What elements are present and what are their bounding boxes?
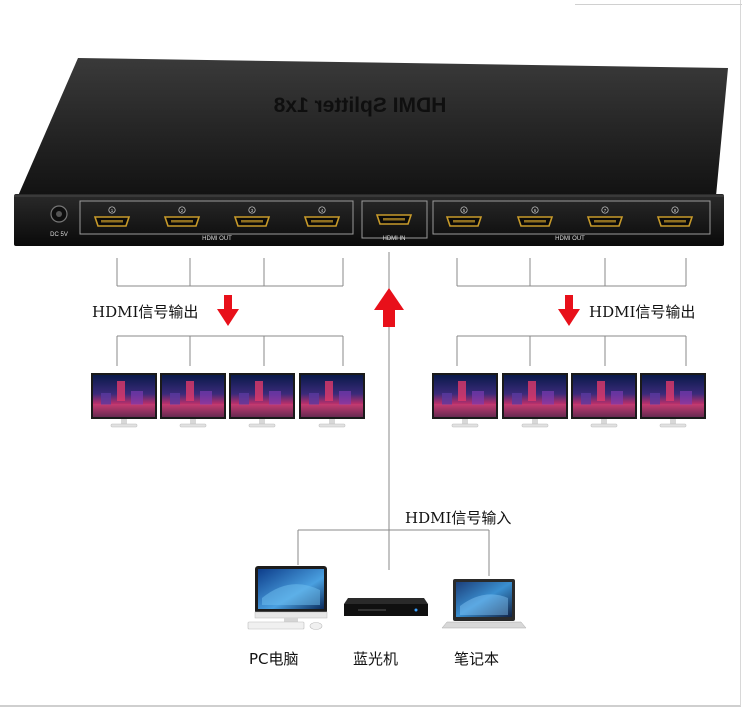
bluray-player-icon (344, 598, 428, 616)
arrow-down-right-icon (558, 295, 580, 326)
hdmi-splitter-device: HDMI Splitter 1x8 DC 5V HDMI OUT HDMI IN… (14, 58, 728, 246)
source-label-laptop: 笔记本 (454, 650, 500, 668)
port-number: 7 (604, 208, 607, 213)
hdmi-output-port-7: 7 (586, 206, 624, 227)
output-monitor-icon (432, 373, 498, 428)
output-group-left-frame (79, 200, 354, 235)
input-label: HDMI信号输入 (405, 509, 512, 527)
hdmi-output-port-6: 6 (516, 206, 554, 227)
dc-label: DC 5V (50, 232, 68, 238)
hdmi-in-label: HDMI IN (383, 236, 406, 242)
hdmi-out-label-left: HDMI OUT (202, 236, 232, 242)
hdmi-output-port-3: 3 (233, 206, 271, 227)
source-label-bluray: 蓝光机 (353, 650, 399, 668)
output-monitor-icon (91, 373, 157, 428)
output-monitor-icon (502, 373, 568, 428)
hdmi-ports: 1 2 3 4 5 6 7 8 (93, 206, 694, 227)
port-number: 1 (111, 208, 114, 213)
hdmi-output-port-1: 1 (93, 206, 131, 227)
output-monitor-icon (299, 373, 365, 428)
port-number: 4 (321, 208, 324, 213)
input-group-frame (361, 200, 428, 239)
hdmi-output-port-8: 8 (656, 206, 694, 227)
hdmi-out-label-right: HDMI OUT (555, 236, 585, 242)
device-title-mirrored: HDMI Splitter 1x8 (273, 94, 446, 117)
desktop-pc-icon (247, 566, 328, 630)
port-number: 5 (463, 208, 466, 213)
arrow-down-left-icon (217, 295, 239, 326)
laptop-icon (441, 579, 527, 629)
source-label-pc: PC电脑 (249, 650, 299, 668)
output-monitors (91, 373, 706, 428)
output-monitor-icon (640, 373, 706, 428)
dc-power-jack: DC 5V (50, 205, 68, 238)
port-number: 8 (674, 208, 677, 213)
output-group-right-frame (432, 200, 711, 235)
port-number: 3 (251, 208, 254, 213)
top-divider (575, 4, 742, 5)
arrow-up-input-icon (374, 288, 404, 327)
hdmi-output-port-5: 5 (445, 206, 483, 227)
output-monitor-icon (571, 373, 637, 428)
hdmi-output-port-4: 4 (303, 206, 341, 227)
output-monitor-icon (229, 373, 295, 428)
hdmi-input-port (375, 214, 413, 225)
output-label-right: HDMI信号输出 (589, 303, 696, 321)
port-number: 6 (534, 208, 537, 213)
hdmi-output-port-2: 2 (163, 206, 201, 227)
output-monitor-icon (160, 373, 226, 428)
port-number: 2 (181, 208, 184, 213)
output-label-left: HDMI信号输出 (92, 303, 199, 321)
